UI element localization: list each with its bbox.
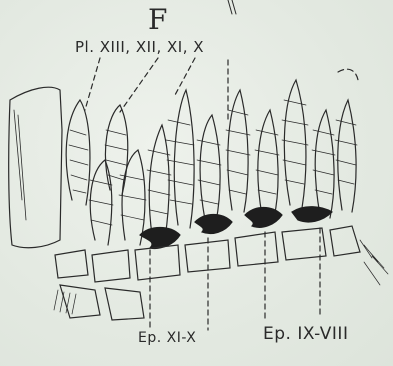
top-label-pl: Pl. XIII, XII, XI, X: [75, 40, 204, 55]
setae: [54, 240, 388, 314]
tergal-plate: [9, 87, 62, 247]
bottom-label-ep-xi-x: Ep. XI-X: [138, 331, 196, 345]
bottom-label-ep-ix-viii: Ep. IX-VIII: [263, 326, 348, 343]
pointer-line-xiii: [85, 58, 100, 110]
bracket-line: [338, 69, 358, 80]
panel-letter: F: [148, 6, 167, 34]
pointer-line-xi: [175, 58, 195, 95]
pointer-line-xii: [120, 58, 158, 112]
